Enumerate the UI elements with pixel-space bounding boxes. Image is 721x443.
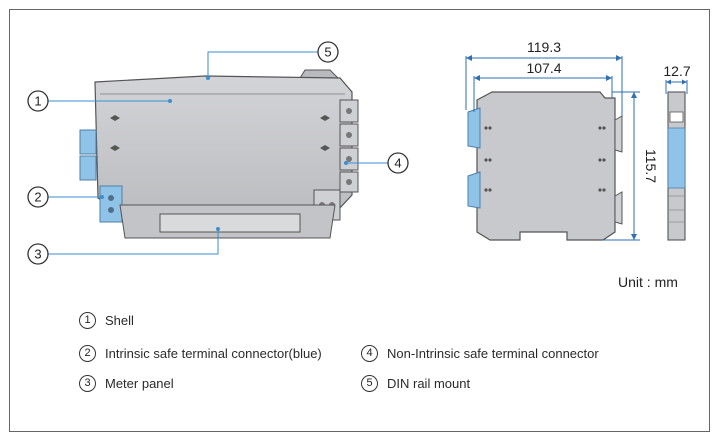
callout-3: 3 <box>27 243 49 265</box>
svg-text:1: 1 <box>34 94 41 109</box>
legend-label-meter-panel: Meter panel <box>105 376 174 391</box>
dim-height: 115.7 <box>643 149 659 183</box>
legend-label-din-rail-mount: DIN rail mount <box>387 376 471 391</box>
dimension-lines-side <box>465 56 640 241</box>
legend-number-2: 2 <box>79 345 96 362</box>
shell-isometric <box>94 75 353 213</box>
legend-label-non-intrinsic-connector: Non-Intrinsic safe terminal connector <box>387 346 599 361</box>
svg-text:4: 4 <box>394 156 401 171</box>
dim-total-width: 119.3 <box>527 39 561 55</box>
legend-item-intrinsic-connector: 2 Intrinsic safe terminal connector(blue… <box>79 345 322 362</box>
module-front-view <box>667 91 686 241</box>
legend-item-non-intrinsic-connector: 4 Non-Intrinsic safe terminal connector <box>361 345 599 362</box>
legend-number-1: 1 <box>79 312 96 329</box>
legend-label-shell: Shell <box>105 313 134 328</box>
callout-4: 4 <box>387 152 409 174</box>
shell-side-view <box>476 91 616 241</box>
svg-text:2: 2 <box>34 190 41 205</box>
meter-panel-isometric <box>159 213 301 233</box>
callout-2: 2 <box>27 186 49 208</box>
legend-item-shell: 1 Shell <box>79 312 134 329</box>
legend-number-5: 5 <box>361 375 378 392</box>
unit-label: Unit : mm <box>618 274 678 290</box>
legend-label-intrinsic-connector: Intrinsic safe terminal connector(blue) <box>105 346 322 361</box>
module-isometric-view <box>79 69 359 239</box>
legend-number-4: 4 <box>361 345 378 362</box>
legend-item-meter-panel: 3 Meter panel <box>79 375 174 392</box>
legend-item-din-rail-mount: 5 DIN rail mount <box>361 375 470 392</box>
callout-lines <box>48 51 388 255</box>
callout-5: 5 <box>317 41 339 63</box>
dim-body-width: 107.4 <box>526 60 561 76</box>
svg-text:3: 3 <box>34 247 41 262</box>
module-side-view <box>467 91 623 241</box>
legend-number-3: 3 <box>79 375 96 392</box>
dim-depth: 12.7 <box>663 63 690 79</box>
intrinsic-safe-terminal-connectors-isometric <box>79 129 123 223</box>
svg-text:5: 5 <box>324 45 331 60</box>
callout-1: 1 <box>27 90 49 112</box>
